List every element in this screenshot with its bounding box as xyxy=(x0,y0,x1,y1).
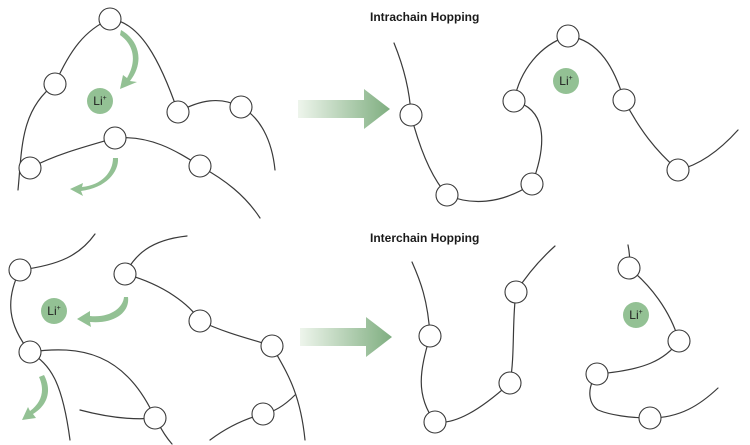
arrow-right-icon xyxy=(298,89,390,129)
lithium-ion: Li+ xyxy=(87,88,113,114)
coordination-site xyxy=(617,256,641,280)
coordination-site xyxy=(502,89,526,113)
coordination-site xyxy=(18,340,42,364)
coordination-site xyxy=(667,329,691,353)
coordination-site xyxy=(98,7,122,31)
polymer-chain xyxy=(589,244,719,419)
curved-arrow-icon xyxy=(77,297,129,327)
coordination-site xyxy=(423,410,447,434)
coordination-site xyxy=(8,258,32,282)
ion-charge: + xyxy=(57,305,61,312)
lithium-ion: Li+ xyxy=(553,68,579,94)
ion-symbol: Li xyxy=(559,74,568,88)
ion-charge: + xyxy=(569,75,573,82)
interchain-before: Li+ xyxy=(8,233,306,445)
lithium-ion: Li+ xyxy=(41,298,67,324)
coordination-site xyxy=(612,88,636,112)
svg-text:Li+: Li+ xyxy=(629,308,642,322)
coordination-site xyxy=(556,24,580,48)
lithium-ion: Li+ xyxy=(623,302,649,328)
coordination-site xyxy=(585,362,609,386)
intrachain-title: Intrachain Hopping xyxy=(370,10,479,24)
arrow-right-icon xyxy=(300,317,392,357)
interchain-after: Li+ xyxy=(411,244,719,434)
coordination-site xyxy=(251,402,275,426)
coordination-site xyxy=(435,183,459,207)
coordination-site xyxy=(520,172,544,196)
coordination-site xyxy=(188,309,212,333)
coordination-site xyxy=(229,95,253,119)
coordination-site xyxy=(143,406,167,430)
coordination-site xyxy=(666,158,690,182)
ion-symbol: Li xyxy=(629,308,638,322)
intrachain-before: Li+ xyxy=(17,7,276,219)
coordination-site xyxy=(188,154,212,178)
coordination-site xyxy=(638,406,662,430)
ion-charge: + xyxy=(639,309,643,316)
coordination-site xyxy=(166,100,190,124)
interchain-title: Interchain Hopping xyxy=(370,231,479,245)
ion-symbol: Li xyxy=(93,94,102,108)
coordination-site xyxy=(18,156,42,180)
polymer-chain xyxy=(29,349,173,445)
curved-arrow-icon xyxy=(120,30,139,89)
coordination-site xyxy=(113,262,137,286)
svg-text:Li+: Li+ xyxy=(93,94,106,108)
coordination-site xyxy=(260,334,284,358)
coordination-site xyxy=(399,103,423,127)
polymer-chain xyxy=(29,137,261,219)
coordination-site xyxy=(504,280,528,304)
intrachain-after: Li+ xyxy=(393,24,739,207)
coordination-site xyxy=(43,72,67,96)
ion-charge: + xyxy=(103,95,107,102)
coordination-site xyxy=(418,324,442,348)
polymer-chain xyxy=(10,233,96,441)
coordination-site xyxy=(103,126,127,150)
coordination-site xyxy=(498,371,522,395)
curved-arrow-icon xyxy=(22,375,49,420)
ion-symbol: Li xyxy=(47,304,56,318)
curved-arrow-icon xyxy=(70,158,119,196)
svg-text:Li+: Li+ xyxy=(559,74,572,88)
svg-text:Li+: Li+ xyxy=(47,304,60,318)
